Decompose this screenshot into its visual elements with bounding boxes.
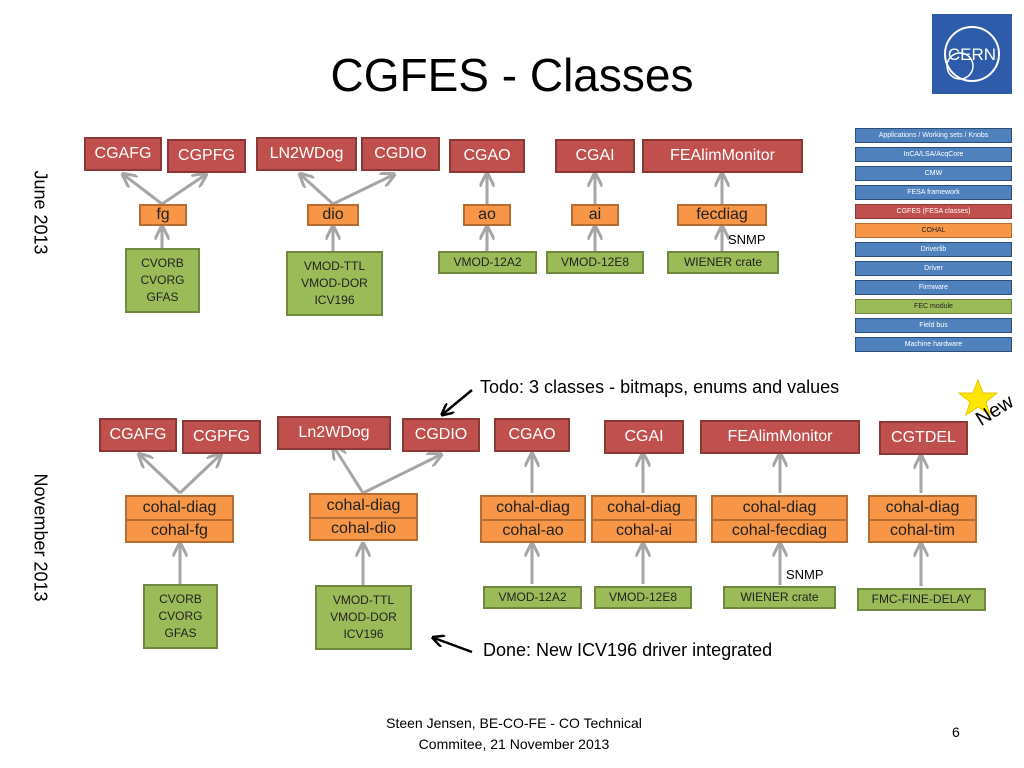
snmp-label: SNMP: [728, 232, 766, 247]
cohal-diag-cell: cohal-diag: [742, 499, 817, 516]
cern-logo: CERN: [932, 14, 1012, 94]
arrow: [332, 175, 393, 206]
cohal-stack: cohal-diag cohal-tim: [868, 495, 977, 543]
cohal-box: fecdiag: [677, 204, 767, 226]
class-box: CGAFG: [84, 137, 162, 171]
cohal-cell: cohal-fecdiag: [713, 519, 846, 541]
class-box: FEAlimMonitor: [642, 139, 803, 173]
cohal-cell: cohal-dio: [311, 517, 416, 539]
module-box: CVORB CVORG GFAS: [125, 248, 200, 313]
class-box: CGTDEL: [879, 421, 968, 455]
class-box: CGAO: [494, 418, 570, 452]
cohal-box: dio: [307, 204, 359, 226]
page-title: CGFES - Classes: [330, 49, 694, 101]
cohal-box: ao: [463, 204, 511, 226]
module-box: CVORB CVORG GFAS: [143, 584, 218, 649]
class-box: FEAlimMonitor: [700, 420, 860, 454]
legend-layer: InCA/LSA/AcqCore: [855, 147, 1012, 162]
legend-layer: Machine hardware: [855, 337, 1012, 352]
arrow: [161, 175, 205, 206]
legend-layer: Driver: [855, 261, 1012, 276]
cohal-cell: cohal-fg: [127, 519, 232, 541]
page-number: 6: [952, 724, 960, 740]
cohal-stack: cohal-diag cohal-fg: [125, 495, 234, 543]
arrow: [124, 175, 163, 206]
module-box: FMC-FINE-DELAY: [857, 588, 986, 611]
module-box: VMOD-12E8: [594, 586, 692, 609]
class-box: CGAI: [604, 420, 684, 454]
cohal-diag-cell: cohal-diag: [885, 499, 960, 516]
class-box: CGDIO: [402, 418, 480, 452]
footer-author: Steen Jensen, BE-CO-FE - CO Technical Co…: [386, 715, 642, 752]
snmp-label: SNMP: [786, 567, 824, 582]
todo-pointer-arrow: [443, 389, 473, 414]
module-box: VMOD-TTL VMOD-DOR ICV196: [286, 251, 383, 316]
class-box: Ln2WDog: [277, 416, 391, 450]
cohal-diag-cell: cohal-diag: [607, 499, 681, 516]
legend-layer: Driverlib: [855, 242, 1012, 257]
module-box: VMOD-12A2: [438, 251, 537, 274]
todo-note: Todo: 3 classes - bitmaps, enums and val…: [480, 377, 840, 397]
arrow: [334, 447, 365, 494]
legend-layer: FEC module: [855, 299, 1012, 314]
class-box: CGAO: [449, 139, 525, 173]
arrow: [301, 175, 335, 206]
module-box: VMOD-12E8: [546, 251, 644, 274]
cern-logo-text: CERN: [948, 45, 996, 64]
arrow: [140, 455, 182, 495]
cohal-stack: cohal-diag cohal-ai: [591, 495, 697, 543]
module-box: VMOD-TTL VMOD-DOR ICV196: [315, 585, 412, 650]
cohal-box: fg: [139, 204, 187, 226]
cohal-stack: cohal-diag cohal-ao: [480, 495, 586, 543]
cohal-diag-cell: cohal-diag: [496, 499, 570, 516]
cohal-cell: cohal-ao: [482, 519, 584, 541]
cohal-stack: cohal-diag cohal-dio: [309, 493, 418, 541]
cohal-diag-cell: cohal-diag: [142, 499, 217, 516]
legend-layer: CMW: [855, 166, 1012, 181]
legend-layer: FESA framework: [855, 185, 1012, 200]
class-box: LN2WDog: [256, 137, 357, 171]
cohal-cell: cohal-ai: [593, 519, 695, 541]
cohal-cell: cohal-tim: [870, 519, 975, 541]
class-box: CGDIO: [361, 137, 440, 171]
class-box: CGPFG: [167, 139, 246, 173]
class-box: CGPFG: [182, 420, 261, 454]
module-box: WIENER crate: [723, 586, 836, 609]
legend-layer: Firmware: [855, 280, 1012, 295]
legend-layer: CGFES (FESA classes): [855, 204, 1012, 219]
module-box: WIENER crate: [667, 251, 779, 274]
done-pointer-arrow: [434, 638, 473, 654]
cohal-diag-cell: cohal-diag: [326, 497, 401, 514]
cohal-box: ai: [571, 204, 619, 226]
module-box: VMOD-12A2: [483, 586, 582, 609]
class-box: CGAI: [555, 139, 635, 173]
cern-logo-icon: CERN: [944, 26, 1000, 82]
class-box: CGAFG: [99, 418, 177, 452]
arrow: [362, 455, 440, 495]
legend-layer: Field bus: [855, 318, 1012, 333]
legend-layer: COHAL: [855, 223, 1012, 238]
legend-layer: Applications / Working sets / Knobs: [855, 128, 1012, 143]
cohal-stack: cohal-diag cohal-fecdiag: [711, 495, 848, 543]
star-icon: [957, 378, 999, 417]
done-note: Done: New ICV196 driver integrated: [483, 640, 773, 660]
arrow: [178, 455, 220, 495]
